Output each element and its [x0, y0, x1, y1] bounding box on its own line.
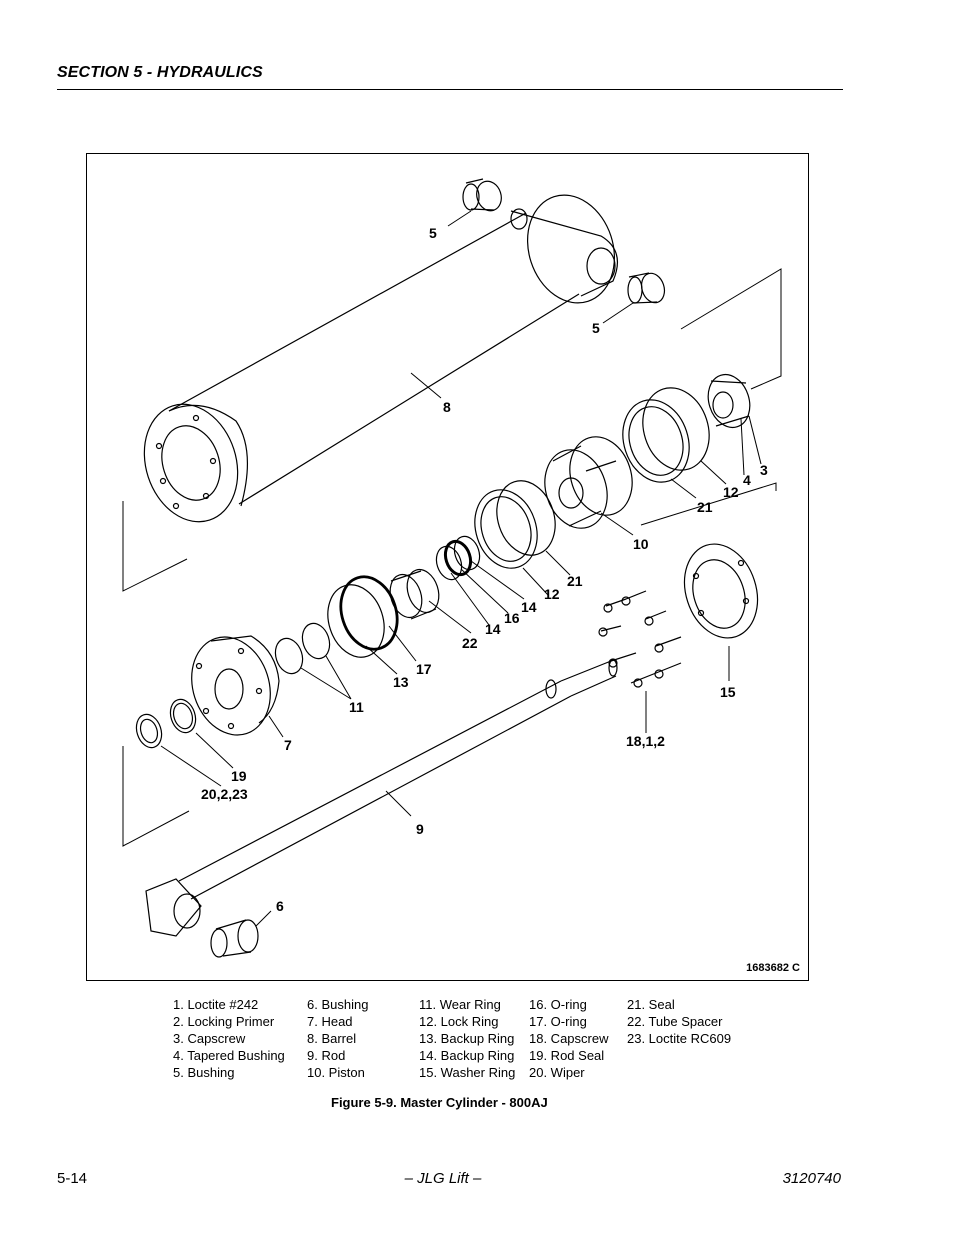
legend-item: 15. Washer Ring [419, 1065, 516, 1080]
bushing-6-drawing [210, 919, 259, 958]
legend-item: 9. Rod [307, 1048, 346, 1063]
legend-item: 21. Seal [627, 997, 675, 1012]
bushing-drawings [462, 178, 666, 304]
piston-drawing [544, 436, 633, 529]
callout-10: 10 [633, 536, 649, 552]
legend-column-4: 16. O-ring 17. O-ring 18. Capscrew 19. Rod … [529, 996, 608, 1081]
legend-item: 16. O-ring [529, 997, 587, 1012]
legend-item: 1. Loctite #242 [173, 997, 259, 1012]
callout-14-lower: 14 [485, 621, 501, 637]
o-ring-drawings [327, 575, 399, 658]
callout-3: 3 [760, 462, 768, 478]
legend-item: 6. Bushing [307, 997, 369, 1012]
legend-item: 17. O-ring [529, 1014, 587, 1029]
legend-item: 10. Piston [307, 1065, 365, 1080]
callout-6: 6 [276, 898, 284, 914]
callout-19: 19 [231, 768, 247, 784]
figure-caption: Figure 5-9. Master Cylinder - 800AJ [331, 1095, 548, 1110]
legend-item: 18. Capscrew [529, 1031, 609, 1046]
legend-item: 14. Backup Ring [419, 1048, 515, 1063]
document-number: 3120740 [782, 1170, 841, 1187]
legend-item: 5. Bushing [173, 1065, 235, 1080]
master-cylinder-exploded-view: 5 5 8 3 4 12 21 10 21 12 14 16 14 22 17 … [122, 178, 782, 958]
lock-ring-drawings [474, 480, 556, 569]
legend-item: 19. Rod Seal [529, 1048, 605, 1063]
callout-17: 17 [416, 661, 432, 677]
callout-12-lower: 12 [544, 586, 560, 602]
assembly-centerlines [122, 268, 782, 847]
legend-item: 23. Loctite RC609 [627, 1031, 732, 1046]
callout-4: 4 [743, 472, 751, 488]
legend-item: 11. Wear Ring [419, 997, 501, 1012]
backup-ring-drawings [435, 535, 481, 581]
barrel-drawing [143, 194, 619, 523]
washer-ring-drawing [683, 543, 759, 639]
legend-item: 20. Wiper [529, 1065, 585, 1080]
callout-7: 7 [284, 737, 292, 753]
page-number: 5-14 [57, 1170, 88, 1187]
callout-21-upper: 21 [697, 499, 713, 515]
callout-5-top: 5 [429, 225, 437, 241]
tapered-bushing-drawing [707, 373, 751, 429]
callout-9: 9 [416, 821, 424, 837]
callout-11: 11 [349, 699, 364, 715]
legend-item: 3. Capscrew [173, 1031, 246, 1046]
legend-item: 4. Tapered Bushing [173, 1048, 285, 1063]
wear-ring-drawings [274, 622, 331, 675]
legend-column-1: 1. Loctite #242 2. Locking Primer 3. Capsc… [173, 996, 285, 1081]
callout-15: 15 [720, 684, 736, 700]
legend-item: 8. Barrel [307, 1031, 357, 1046]
figure-code: 1683682 C [746, 962, 800, 974]
callout-20-2-23: 20,2,23 [201, 786, 248, 802]
capscrew-drawings [598, 590, 682, 688]
callout-8: 8 [443, 399, 451, 415]
legend-column-2: 6. Bushing 7. Head 8. Barrel 9. Rod 10. Pist… [307, 996, 368, 1081]
callout-14-upper: 14 [521, 599, 537, 615]
leader-lines [160, 210, 762, 927]
legend-item: 13. Backup Ring [419, 1031, 515, 1046]
callout-16: 16 [504, 610, 520, 626]
legend-column-3: 11. Wear Ring 12. Lock Ring 13. Backup Rin… [419, 996, 515, 1081]
legend-item: 2. Locking Primer [173, 1014, 275, 1029]
rod-drawing [145, 659, 618, 937]
seal-ring-drawings [622, 387, 710, 483]
section-title: SECTION 5 - HYDRAULICS [57, 64, 263, 81]
callout-5-right: 5 [592, 320, 600, 336]
head-drawing [191, 635, 280, 736]
tube-spacer-drawing [389, 568, 440, 620]
rod-seal-drawings [135, 698, 197, 749]
callout-21-lower: 21 [567, 573, 583, 589]
legend-item: 7. Head [307, 1014, 353, 1029]
legend-item: 12. Lock Ring [419, 1014, 499, 1029]
figure-frame: 5 5 8 3 4 12 21 10 21 12 14 16 14 22 17 … [86, 153, 809, 981]
legend-item: 22. Tube Spacer [627, 1014, 723, 1029]
publisher: – JLG Lift – [404, 1170, 482, 1187]
callout-18-1-2: 18,1,2 [626, 733, 665, 749]
legend-column-5: 21. Seal 22. Tube Spacer 23. Loctite RC609 [627, 996, 731, 1047]
header-rule [57, 89, 843, 90]
callout-13: 13 [393, 674, 409, 690]
callout-22: 22 [462, 635, 478, 651]
callout-12-upper: 12 [723, 484, 739, 500]
callout-labels: 5 5 8 3 4 12 21 10 21 12 14 16 14 22 17 … [201, 225, 768, 914]
